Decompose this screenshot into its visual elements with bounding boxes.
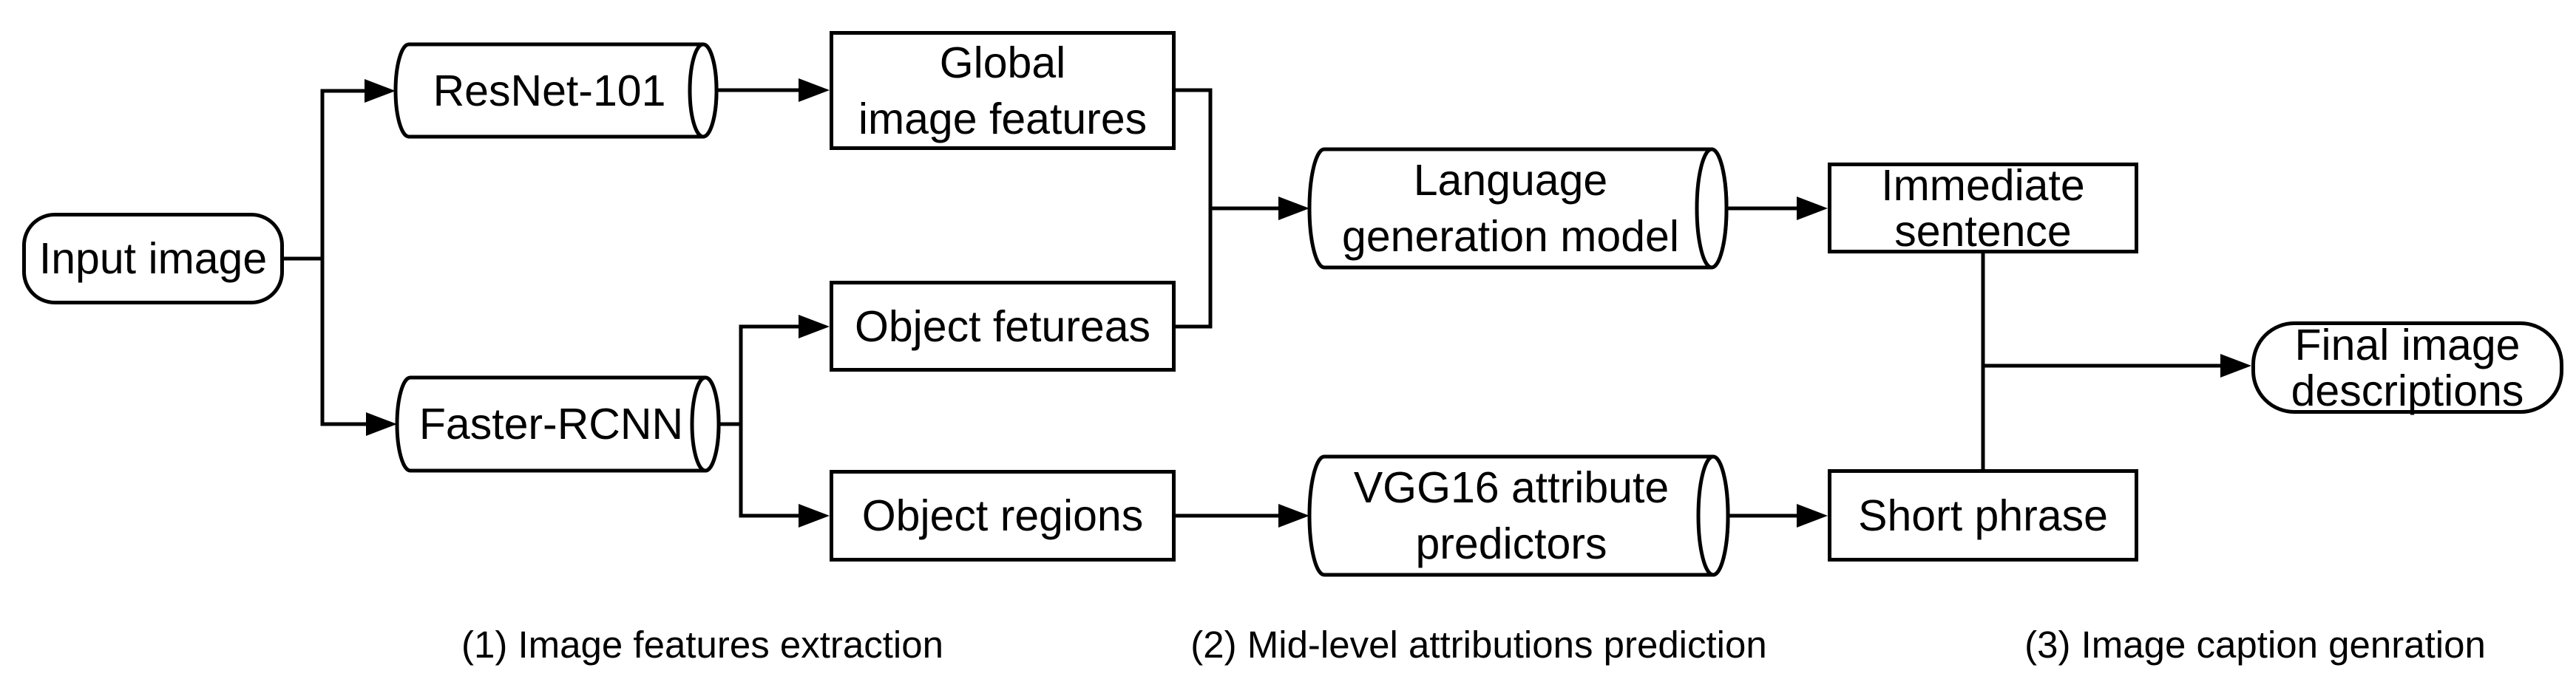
node-faster-rcnn-label: Faster-RCNN (397, 378, 705, 471)
node-object-regions: Object regions (830, 470, 1176, 562)
arrowhead-to-fetureas (799, 315, 830, 338)
stage1-caption: (1) Image features extraction (461, 624, 943, 666)
short-phrase-label: Short phrase (1858, 491, 2108, 540)
global-features-line1: Global (939, 38, 1066, 87)
arrowhead-to-regions (799, 504, 830, 528)
node-final-image-descriptions: Final image descriptions (2251, 321, 2563, 414)
vgg16-line1: VGG16 attribute (1353, 463, 1670, 512)
faster-rcnn-cylinder-shape (395, 375, 721, 473)
final-descriptions-line1: Final image (2294, 320, 2521, 369)
final-descriptions-line2: descriptions (2291, 366, 2524, 415)
node-resnet-label: ResNet-101 (396, 44, 703, 137)
immediate-sentence-line1: Immediate (1881, 160, 2085, 210)
resnet-cylinder-shape (393, 42, 719, 139)
stage3-caption: (3) Image caption genration (2024, 624, 2486, 666)
arrowhead-to-final (2220, 354, 2251, 378)
object-regions-label: Object regions (861, 491, 1144, 540)
arrowhead-to-short (1797, 504, 1828, 528)
resnet-label: ResNet-101 (433, 66, 666, 115)
node-input-image: Input image (22, 213, 284, 304)
node-global-image-features: Global image features (830, 31, 1176, 150)
node-language-model-label: Language generation model (1309, 149, 1712, 267)
input-image-label: Input image (38, 234, 268, 283)
node-short-phrase: Short phrase (1828, 469, 2138, 562)
faster-rcnn-label: Faster-RCNN (418, 400, 684, 448)
arrowhead-to-global (799, 78, 830, 102)
stage2-caption: (2) Mid-level attributions prediction (1190, 624, 1767, 666)
immediate-sentence-line2: sentence (1894, 206, 2072, 256)
language-model-line2: generation model (1342, 212, 1679, 261)
arrowhead-to-immediate (1797, 197, 1828, 220)
global-features-line2: image features (858, 94, 1148, 143)
language-model-cylinder-shape (1307, 147, 1729, 270)
object-fetureas-label: Object fetureas (854, 301, 1151, 351)
vgg16-cylinder-shape (1307, 454, 1730, 577)
node-immediate-sentence: Immediate sentence (1828, 160, 2138, 256)
node-object-fetureas: Object fetureas (830, 281, 1176, 372)
arrowhead-to-resnet (365, 79, 396, 103)
node-vgg16-label: VGG16 attribute predictors (1309, 457, 1713, 575)
arrowhead-to-language (1278, 197, 1309, 220)
arrowhead-to-faster-rcnn (366, 412, 397, 436)
vgg16-line2: predictors (1415, 519, 1607, 568)
language-model-line1: Language (1413, 156, 1608, 205)
arrowhead-to-vgg16 (1278, 504, 1309, 528)
